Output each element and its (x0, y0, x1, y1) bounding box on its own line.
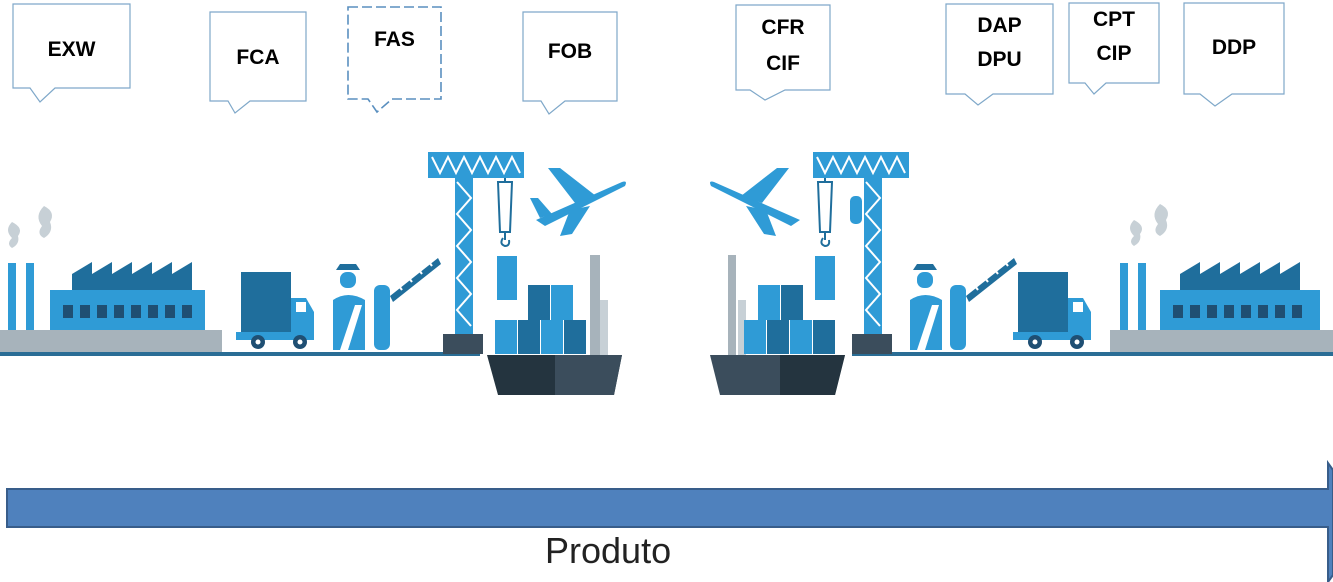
incoterm-label-cfr-cif: CFR CIF (761, 16, 805, 75)
factory-icon (0, 206, 222, 352)
truck-icon (236, 272, 314, 349)
callout-ddp (1183, 2, 1285, 107)
callout-cpt-cip (1068, 2, 1160, 95)
incoterm-label-fca: FCA (236, 46, 280, 69)
airplane-icon (530, 168, 626, 236)
incoterm-label-dap-dpu: DAP DPU (977, 14, 1022, 71)
customs-officer-icon (910, 264, 942, 350)
barrier-gate-icon (374, 258, 441, 350)
factory-icon (1110, 204, 1333, 352)
callout-fas (347, 6, 442, 114)
callout-dap-dpu (945, 3, 1054, 106)
incoterm-label-fas: FAS (374, 28, 415, 51)
incoterm-label-ddp: DDP (1211, 36, 1257, 59)
crane-icon (428, 152, 524, 354)
right-ground-line (852, 352, 1333, 356)
cargo-ship-icon (487, 255, 622, 395)
cargo-ship-icon (710, 255, 845, 395)
crane-icon (813, 152, 909, 354)
truck-icon (1013, 272, 1091, 349)
incoterm-label-fob: FOB (547, 40, 593, 63)
callout-fob (522, 11, 618, 115)
left-ground-line (0, 352, 480, 356)
produto-arrow (6, 459, 1333, 582)
callout-cfr-cif (735, 4, 831, 101)
incoterm-label-exw: EXW (47, 38, 96, 61)
customs-officer-icon (333, 264, 365, 350)
airplane-icon (710, 168, 800, 236)
arrow-label: Produto (545, 530, 672, 571)
callout-fca (209, 11, 307, 114)
barrier-gate-icon (950, 258, 1017, 350)
callout-exw (12, 3, 131, 103)
incoterm-label-cpt-cip: CPT CIP (1093, 8, 1135, 65)
